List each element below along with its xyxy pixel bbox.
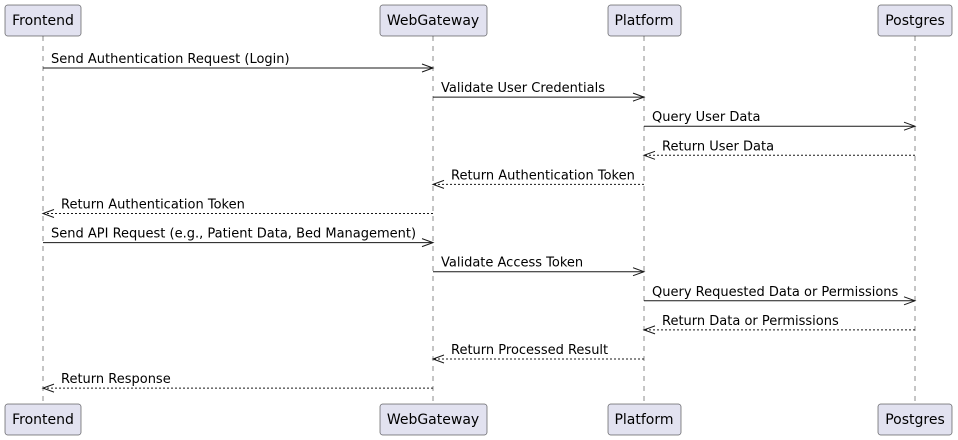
- message-label: Query Requested Data or Permissions: [652, 285, 899, 300]
- message-5: Return Authentication Token: [431, 168, 644, 189]
- arrowhead-icon: [41, 383, 55, 393]
- participant-box: [4, 403, 82, 436]
- arrowhead-icon: [903, 296, 917, 306]
- message-label: Return Data or Permissions: [662, 314, 839, 329]
- message-9: Query Requested Data or Permissions: [644, 285, 917, 306]
- participant-platform-bottom: Platform: [607, 403, 682, 436]
- arrowhead-icon: [903, 121, 917, 131]
- participant-label: Postgres: [885, 13, 945, 29]
- participant-box: [607, 403, 682, 436]
- participant-box: [607, 4, 682, 37]
- arrowhead-icon: [632, 92, 646, 102]
- message-3: Query User Data: [644, 110, 917, 131]
- message-6: Return Authentication Token: [41, 198, 433, 218]
- arrowhead-icon: [41, 209, 55, 218]
- participant-box: [877, 403, 953, 436]
- participant-label: WebGateway: [387, 13, 479, 29]
- participant-box: [877, 4, 953, 37]
- participant-postgres-top: Postgres: [877, 4, 953, 37]
- arrowhead-icon: [642, 150, 656, 160]
- participant-label: Platform: [614, 412, 673, 428]
- message-label: Send Authentication Request (Login): [51, 52, 290, 67]
- participant-box: [379, 4, 488, 37]
- message-label: Return Authentication Token: [61, 198, 245, 213]
- message-2: Validate User Credentials: [433, 81, 646, 102]
- participants-top: Frontend WebGateway Platform Postgres: [4, 4, 953, 37]
- message-12: Return Response: [41, 372, 433, 393]
- participant-box: [4, 4, 82, 37]
- message-4: Return User Data: [642, 139, 915, 160]
- message-label: Validate User Credentials: [441, 81, 605, 96]
- participant-label: Platform: [614, 13, 673, 29]
- participant-frontend-bottom: Frontend: [4, 403, 82, 436]
- message-7: Send API Request (e.g., Patient Data, Be…: [43, 227, 435, 248]
- message-label: Return User Data: [662, 139, 774, 154]
- participant-webgateway-bottom: WebGateway: [379, 403, 488, 436]
- message-8: Validate Access Token: [433, 256, 646, 277]
- message-11: Return Processed Result: [431, 343, 644, 364]
- arrowhead-icon: [431, 354, 445, 364]
- arrowhead-icon: [421, 238, 435, 248]
- participant-label: Postgres: [885, 412, 945, 428]
- participant-label: Frontend: [12, 412, 74, 428]
- arrowhead-icon: [642, 325, 656, 335]
- arrowhead-icon: [421, 63, 435, 73]
- participant-label: WebGateway: [387, 412, 479, 428]
- message-label: Validate Access Token: [441, 256, 583, 271]
- participant-platform-top: Platform: [607, 4, 682, 37]
- participant-frontend-top: Frontend: [4, 4, 82, 37]
- participant-webgateway-top: WebGateway: [379, 4, 488, 37]
- participant-label: Frontend: [12, 13, 74, 29]
- message-label: Return Authentication Token: [451, 168, 635, 183]
- arrowhead-icon: [632, 267, 646, 277]
- message-label: Return Processed Result: [451, 343, 608, 358]
- participant-postgres-bottom: Postgres: [877, 403, 953, 436]
- message-10: Return Data or Permissions: [642, 314, 915, 335]
- message-label: Query User Data: [652, 110, 760, 125]
- message-label: Send API Request (e.g., Patient Data, Be…: [51, 227, 416, 242]
- participants-bottom: Frontend WebGateway Platform Postgres: [4, 403, 953, 436]
- message-label: Return Response: [61, 372, 171, 387]
- message-1: Send Authentication Request (Login): [43, 52, 435, 73]
- messages: Send Authentication Request (Login) Valid…: [41, 52, 917, 393]
- participant-box: [379, 403, 488, 436]
- arrowhead-icon: [431, 179, 445, 189]
